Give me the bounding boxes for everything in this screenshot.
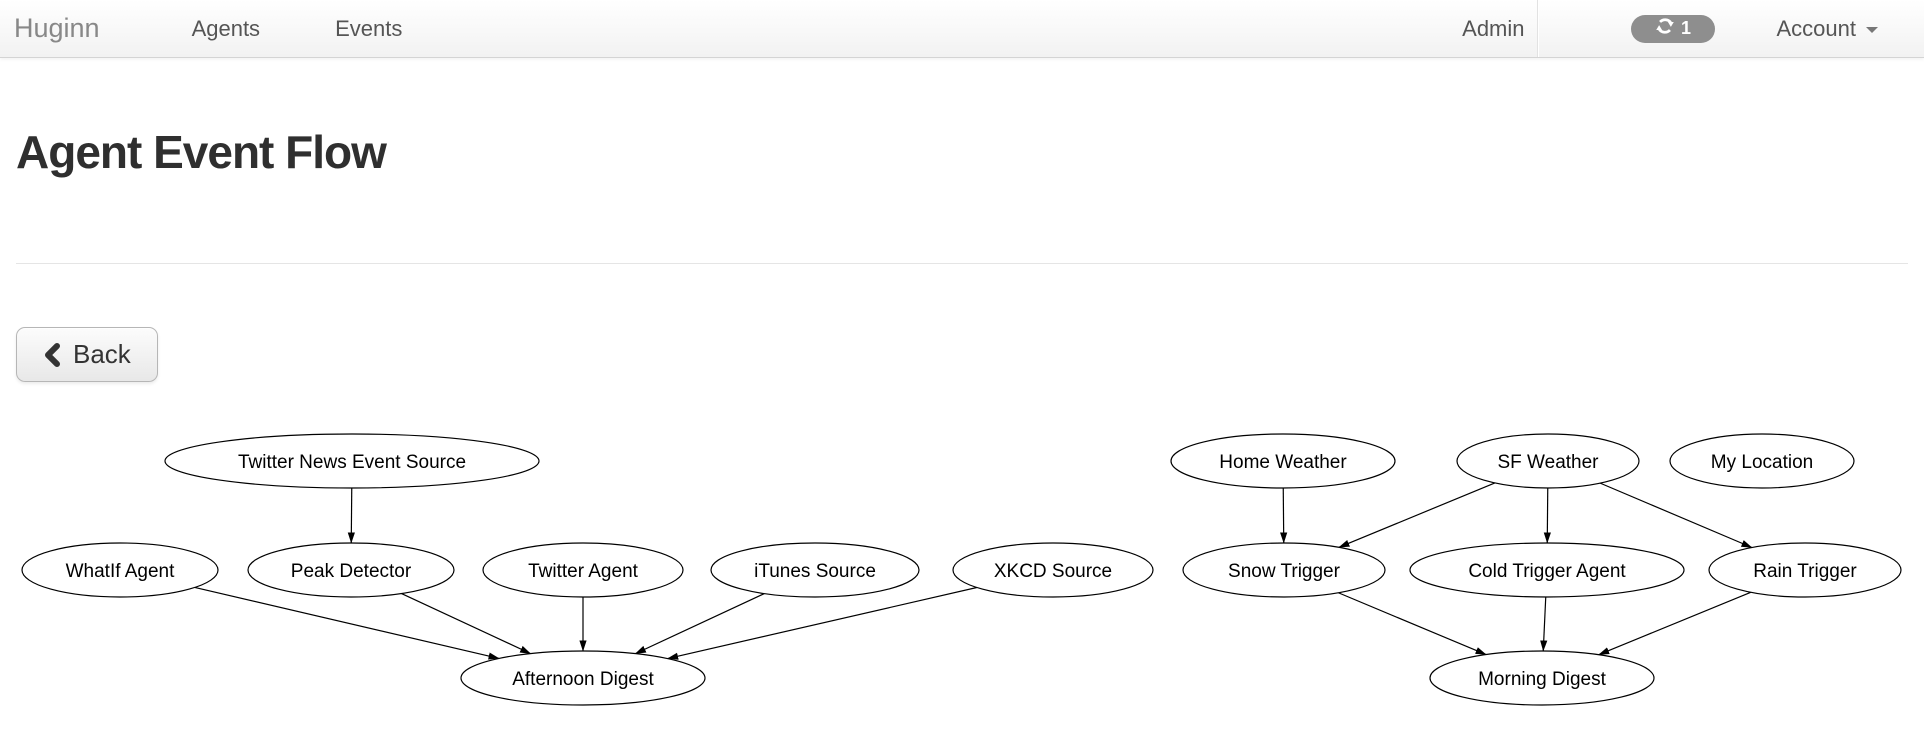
caret-down-icon: [1866, 27, 1878, 33]
graph-node-sf_weather: SF Weather: [1456, 433, 1640, 489]
graph-node-whatif_agent: WhatIf Agent: [21, 542, 219, 598]
graph-edge-xkcd_source-to-afternoon_digest: [667, 586, 977, 660]
back-button[interactable]: Back: [16, 327, 158, 382]
graph-node-morning_digest: Morning Digest: [1429, 650, 1655, 706]
graph-node-itunes_source: iTunes Source: [710, 542, 920, 598]
account-label: Account: [1776, 16, 1857, 41]
graph-node-my_location: My Location: [1669, 433, 1855, 489]
graph-node-home_weather: Home Weather: [1170, 433, 1396, 489]
nav-item-admin[interactable]: Admin: [1462, 16, 1525, 41]
main-content: Agent Event Flow Back: [0, 125, 1924, 382]
graph-node-label: Twitter News Event Source: [238, 452, 466, 473]
refresh-icon: [1654, 15, 1676, 42]
graph-node-xkcd_source: XKCD Source: [952, 542, 1154, 598]
graph-edge-sf_weather-to-cold_trigger_agent: [1543, 487, 1551, 544]
graph-node-rain_trigger: Rain Trigger: [1708, 542, 1902, 598]
graph-node-label: Afternoon Digest: [512, 669, 654, 690]
graph-edge-sf_weather-to-rain_trigger: [1599, 482, 1753, 549]
graph-node-label: Twitter Agent: [528, 561, 639, 582]
graph-edges: [194, 482, 1753, 660]
nav-item-events[interactable]: Events: [335, 16, 403, 41]
graph-node-afternoon_digest: Afternoon Digest: [460, 650, 706, 706]
graph-edge-home_weather-to-snow_trigger: [1280, 487, 1288, 544]
graph-node-label: Cold Trigger Agent: [1468, 561, 1626, 582]
graph-edge-itunes_source-to-afternoon_digest: [634, 593, 765, 655]
job-count: 1: [1680, 18, 1691, 38]
graph-edge-rain_trigger-to-morning_digest: [1598, 591, 1751, 656]
account-dropdown[interactable]: Account: [1776, 0, 1878, 57]
navbar-divider: [1536, 0, 1539, 57]
graph-node-label: SF Weather: [1497, 452, 1599, 473]
main-nav: Agents Events: [172, 0, 458, 57]
page-title: Agent Event Flow: [16, 126, 387, 178]
graph-node-peak_detector: Peak Detector: [247, 542, 455, 598]
divider: [16, 263, 1908, 264]
brand-huginn[interactable]: Huginn: [14, 13, 100, 43]
job-count-badge[interactable]: 1: [1630, 14, 1715, 43]
graph-edge-cold_trigger_agent-to-morning_digest: [1540, 596, 1548, 652]
graph-node-twitter_news_event_source: Twitter News Event Source: [164, 433, 540, 489]
graph-node-label: Morning Digest: [1478, 669, 1606, 690]
graph-node-twitter_agent: Twitter Agent: [482, 542, 684, 598]
graph-edge-snow_trigger-to-morning_digest: [1338, 592, 1487, 656]
navbar: Huginn Agents Events Admin 1 Account: [0, 0, 1924, 58]
graph-node-label: WhatIf Agent: [66, 561, 176, 582]
graph-node-snow_trigger: Snow Trigger: [1182, 542, 1386, 598]
navbar-right: Admin 1 Account: [1462, 0, 1924, 57]
graph-node-cold_trigger_agent: Cold Trigger Agent: [1409, 542, 1685, 598]
graph-node-label: XKCD Source: [994, 561, 1112, 582]
graph-edge-whatif_agent-to-afternoon_digest: [194, 586, 500, 660]
chevron-left-icon: [43, 342, 60, 367]
graph-node-label: Peak Detector: [291, 561, 412, 582]
back-button-label: Back: [73, 339, 131, 369]
graph-edge-peak_detector-to-afternoon_digest: [401, 592, 532, 655]
graph-node-label: Home Weather: [1219, 452, 1347, 473]
graph-node-label: Snow Trigger: [1228, 561, 1341, 582]
graph-edge-sf_weather-to-snow_trigger: [1338, 482, 1496, 548]
graph-node-label: Rain Trigger: [1753, 561, 1857, 582]
graph-edge-twitter_news_event_source-to-peak_detector: [347, 487, 355, 544]
graph-node-label: iTunes Source: [754, 561, 876, 582]
graph-node-label: My Location: [1711, 452, 1813, 473]
nav-item-agents[interactable]: Agents: [191, 16, 261, 41]
